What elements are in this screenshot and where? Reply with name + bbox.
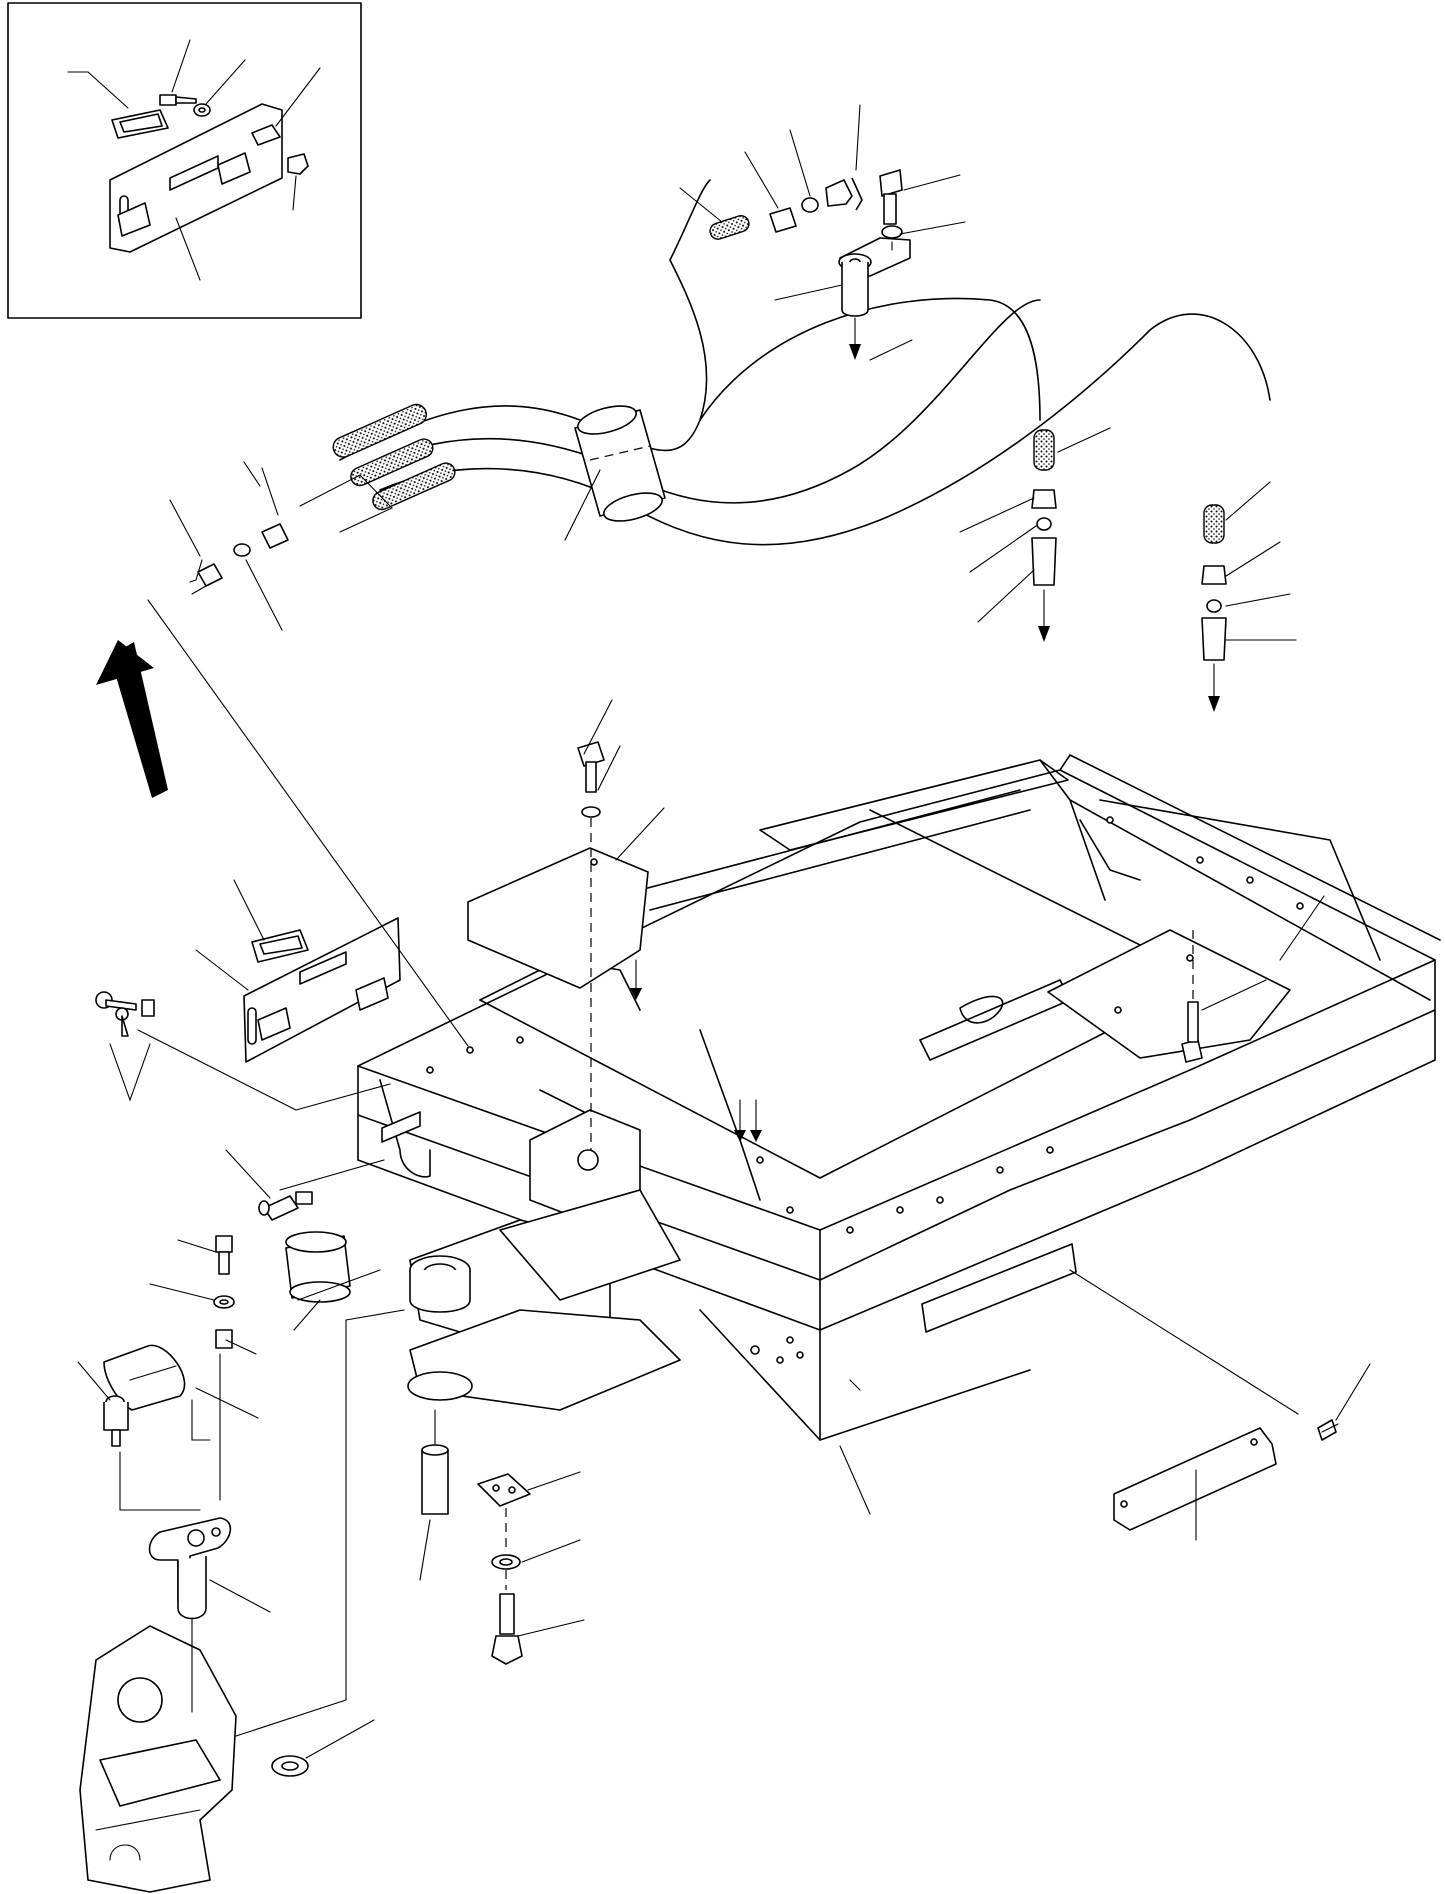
swivel-fitting (838, 169, 911, 360)
boom-bracket (79, 1625, 237, 1893)
pin-with-flange (148, 1517, 232, 1620)
inset-frame (7, 2, 362, 319)
inset-bolt (159, 94, 197, 106)
grease-nipple-side (258, 1191, 313, 1221)
front-direction-arrow (96, 640, 168, 798)
spring-clip (103, 1344, 186, 1411)
hose-assembly (169, 104, 1297, 712)
floor-plate-right (1047, 929, 1291, 1059)
inset-nut (287, 153, 309, 175)
frame-outer-edge (357, 769, 1436, 1281)
hose-line-b (359, 299, 1041, 504)
hose-leaders (169, 104, 1297, 641)
hose-line-d (699, 297, 1041, 421)
cover-screw (1317, 1419, 1339, 1441)
floor-plate-center (467, 847, 649, 989)
part-leaders (77, 699, 1371, 1759)
access-cover (1113, 1427, 1277, 1531)
detail-inset (7, 2, 362, 319)
side-cover-plate (243, 917, 401, 1063)
frame-holes (426, 816, 1304, 1364)
bolt-right-plate (1181, 930, 1203, 1063)
bracket-washer (271, 1755, 309, 1777)
left-end-fittings (189, 523, 289, 595)
swing-pin (419, 1409, 449, 1581)
key-lock (95, 991, 155, 1102)
bolt-center-plate (577, 741, 605, 1150)
inset-plate (109, 103, 283, 253)
hose-sleeve (574, 405, 666, 522)
inset-washer (193, 103, 211, 117)
cover-grommet (251, 929, 309, 963)
inset-clip (251, 124, 281, 146)
swing-bracket (407, 1189, 681, 1411)
protector-sleeves-left (299, 403, 456, 533)
right-hose-end-2 (1201, 504, 1227, 712)
hose-line-e (669, 179, 711, 261)
top-fittings (709, 177, 863, 240)
reference-lines (119, 599, 1299, 1737)
bolt-washer-left (213, 1235, 235, 1349)
grease-fitting (103, 1395, 129, 1447)
small-arrows-center (630, 959, 762, 1142)
inset-grommet (111, 109, 169, 139)
hose-line-c (379, 313, 1271, 546)
inset-leaders (67, 39, 321, 281)
lock-plate-stack (477, 1471, 585, 1665)
bushing (285, 1231, 351, 1331)
right-hose-end-1 (1031, 429, 1057, 642)
